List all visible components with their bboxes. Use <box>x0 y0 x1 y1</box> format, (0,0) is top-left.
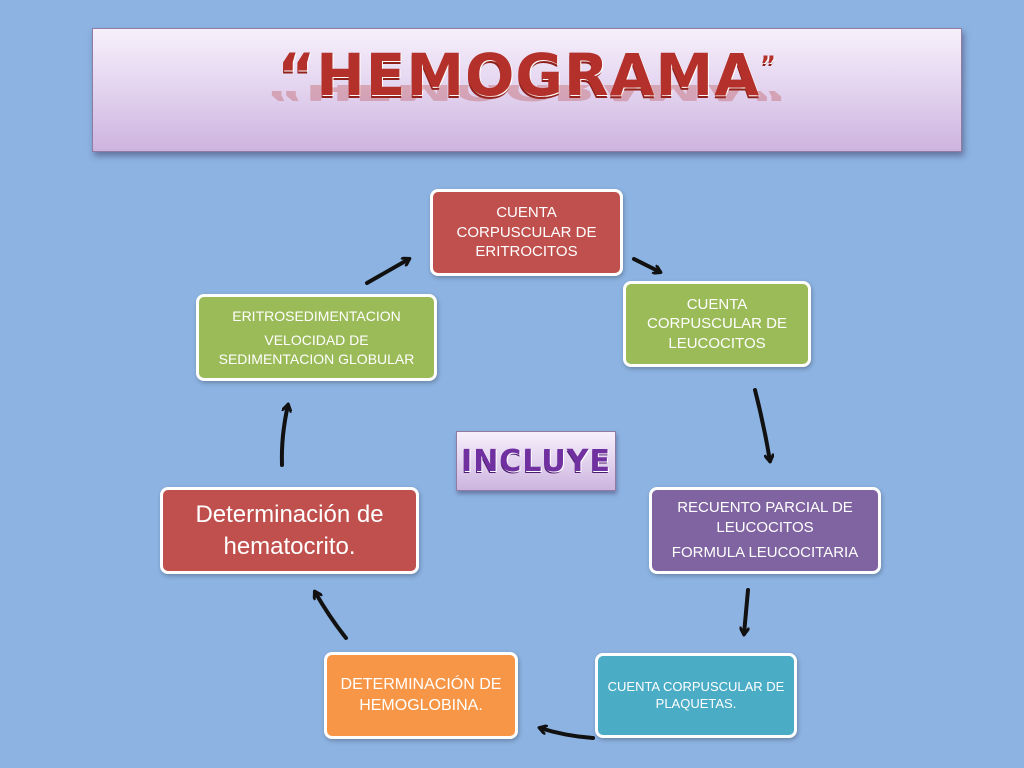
arrow-icon <box>632 257 660 272</box>
node-eritrosedimentacion-text: ERITROSEDIMENTACION <box>232 308 401 325</box>
incluye-label: INCLUYE <box>461 443 611 479</box>
node-hematocrito: Determinación de hematocrito. <box>160 487 419 574</box>
node-recuento-leucocitos: RECUENTO PARCIAL DE LEUCOCITOS FORMULA L… <box>649 487 881 574</box>
node-eritrocitos: CUENTA CORPUSCULAR DE ERITROCITOS <box>430 189 623 276</box>
node-leucocitos: CUENTA CORPUSCULAR DE LEUCOCITOS <box>623 281 811 367</box>
title-banner: “HEMOGRAMA” “HEMOGRAMA” <box>92 28 962 152</box>
arrow-icon <box>753 388 770 461</box>
node-eritrosedimentacion: ERITROSEDIMENTACION VELOCIDAD DE SEDIMEN… <box>196 294 437 381</box>
node-plaquetas: CUENTA CORPUSCULAR DE PLAQUETAS. <box>595 653 797 738</box>
node-eritrocitos-text: CUENTA CORPUSCULAR DE ERITROCITOS <box>456 204 597 261</box>
node-hemoglobina-text: DETERMINACIÓN DE HEMOGLOBINA. <box>340 675 502 714</box>
node-recuento-text: RECUENTO PARCIAL DE LEUCOCITOS <box>677 499 853 536</box>
node-plaquetas-text: CUENTA CORPUSCULAR DE PLAQUETAS. <box>607 678 785 711</box>
incluye-box: INCLUYE <box>456 431 616 491</box>
title-open-quote: “ <box>277 41 317 109</box>
node-hemoglobina: DETERMINACIÓN DE HEMOGLOBINA. <box>324 652 518 739</box>
arrow-icon <box>540 728 595 740</box>
node-hematocrito-text: Determinación de hematocrito. <box>195 501 384 560</box>
page-title: “HEMOGRAMA” <box>93 29 961 121</box>
arrow-icon <box>279 405 288 467</box>
node-leucocitos-text: CUENTA CORPUSCULAR DE LEUCOCITOS <box>646 295 788 352</box>
node-formula-text: FORMULA LEUCOCITARIA <box>671 544 859 562</box>
arrow-icon <box>365 259 409 285</box>
node-vsg-text: VELOCIDAD DE SEDIMENTACION GLOBULAR <box>218 332 415 367</box>
title-word: HEMOGRAMA <box>316 41 761 109</box>
arrow-icon <box>744 588 750 634</box>
title-close-quote: ” <box>760 51 777 79</box>
arrow-icon <box>315 592 348 640</box>
